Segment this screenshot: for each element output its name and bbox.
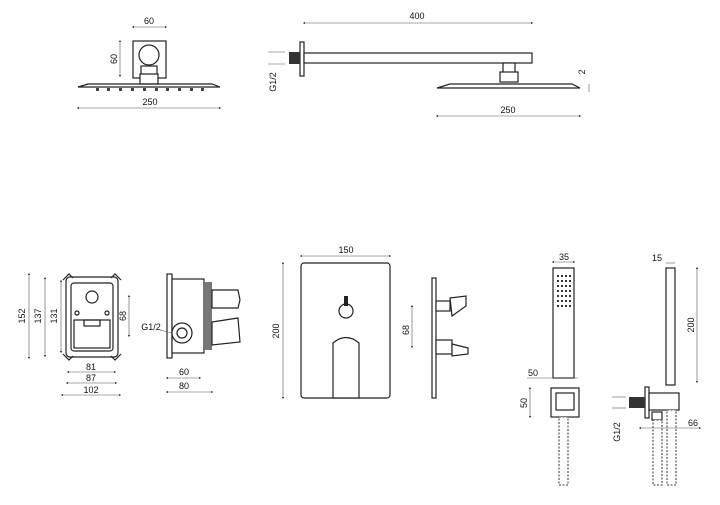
dim-holder-width: 50 — [528, 368, 538, 378]
dim-height-outer: 152 — [17, 308, 27, 323]
cover-plate-front-view: 150 200 — [271, 245, 392, 400]
dim-depth-outer: 80 — [179, 381, 189, 391]
dim-plate-width: 150 — [338, 245, 353, 255]
thread-label: G1/2 — [141, 322, 161, 332]
dim-head-length: 200 — [686, 317, 696, 332]
hand-shower-front-view: 35 50 50 — [519, 252, 580, 486]
dim-bracket-height: 60 — [109, 54, 119, 64]
mixer-side-view: 68 — [401, 277, 469, 399]
dim-outlet-depth: 66 — [688, 418, 698, 428]
dim-height-inner: 131 — [49, 308, 59, 323]
dim-holder-height: 50 — [519, 398, 529, 408]
dim-head-width: 35 — [559, 252, 569, 262]
dim-plate-width: 250 — [142, 97, 157, 107]
valve-box-side-view: G1/2 60 80 — [141, 273, 241, 394]
valve-box-front-view: 152 137 131 68 81 87 102 — [17, 272, 131, 397]
dim-plate-width-side: 250 — [500, 105, 515, 115]
thread-label: G1/2 — [612, 422, 622, 442]
dim-width-mid: 87 — [86, 373, 96, 383]
thread-label: G1/2 — [268, 72, 278, 92]
dim-height-mid: 137 — [33, 308, 43, 323]
dim-arm-length: 400 — [409, 11, 424, 21]
head-front-view: 60 60 250 — [76, 16, 222, 110]
head-side-view: 400 G1/2 2 250 — [268, 11, 590, 118]
dim-plate-thickness: 2 — [577, 69, 587, 74]
dim-handle-spacing: 68 — [401, 325, 411, 335]
dim-depth-inner: 60 — [179, 367, 189, 377]
hand-shower-side-view: 15 200 G1/2 66 — [612, 253, 702, 486]
dim-plate-height: 200 — [271, 323, 281, 338]
dim-width-outer: 102 — [83, 385, 98, 395]
dim-port-spacing: 68 — [118, 311, 128, 321]
dim-width-inner: 81 — [86, 362, 96, 372]
dim-head-depth: 15 — [652, 253, 662, 263]
dim-bracket-width: 60 — [144, 16, 154, 26]
